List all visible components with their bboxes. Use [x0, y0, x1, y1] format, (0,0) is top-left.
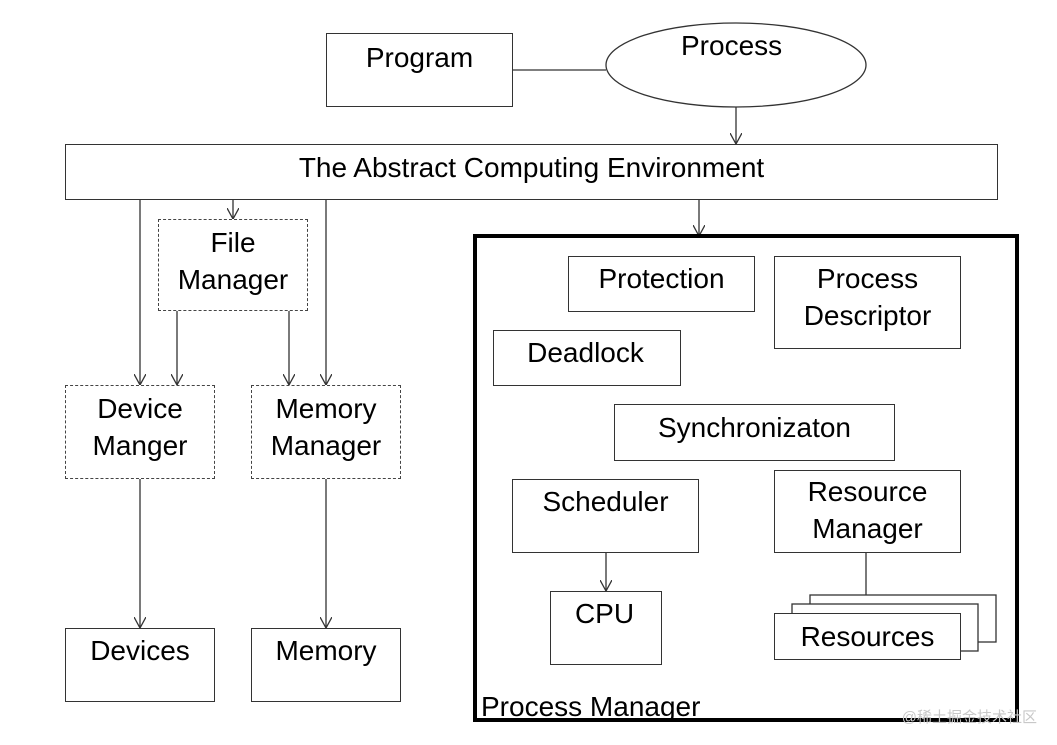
process-descriptor-box: Process Descriptor	[774, 256, 961, 349]
memory-manager-box: Memory Manager	[251, 385, 401, 479]
memory-manager-label-line2: Manager	[270, 430, 382, 461]
memory-manager-label-line1: Memory	[275, 393, 377, 424]
process-ellipse	[605, 22, 867, 108]
resources-label: Resources	[800, 621, 935, 652]
synchronization-box: Synchronizaton	[614, 404, 895, 461]
file-manager-box: File Manager	[158, 219, 308, 311]
environment-label: The Abstract Computing Environment	[298, 152, 765, 183]
devices-label: Devices	[90, 635, 190, 666]
process-manager-label: Process Manager	[481, 691, 701, 722]
program-label: Program	[365, 42, 474, 73]
memory-box: Memory	[251, 628, 401, 702]
protection-box: Protection	[568, 256, 755, 312]
synchronization-label: Synchronizaton	[657, 412, 851, 443]
file-manager-label-line2: Manager	[177, 264, 289, 295]
process-label: Process	[681, 30, 783, 61]
protection-label: Protection	[598, 263, 725, 294]
device-manager-label-line2: Manger	[92, 430, 188, 461]
cpu-box: CPU	[550, 591, 662, 665]
memory-label: Memory	[275, 635, 377, 666]
process-descriptor-label-line1: Process	[816, 263, 919, 294]
resource-manager-label-line1: Resource	[807, 476, 928, 507]
scheduler-box: Scheduler	[512, 479, 699, 553]
deadlock-box: Deadlock	[493, 330, 681, 386]
process-descriptor-label-line2: Descriptor	[803, 300, 932, 331]
resource-manager-label-line2: Manager	[812, 513, 923, 544]
file-manager-label-line1: File	[210, 227, 256, 258]
device-manager-label-line1: Device	[97, 393, 183, 424]
scheduler-label: Scheduler	[542, 486, 669, 517]
device-manager-box: Device Manger	[65, 385, 215, 479]
watermark: @稀土掘金技术社区	[901, 709, 1037, 726]
resources-box: Resources	[774, 613, 961, 660]
deadlock-label: Deadlock	[527, 337, 644, 368]
program-box: Program	[326, 33, 513, 107]
process-manager-container	[473, 234, 1019, 722]
environment-box: The Abstract Computing Environment	[65, 144, 998, 200]
devices-box: Devices	[65, 628, 215, 702]
resource-manager-box: Resource Manager	[774, 470, 961, 553]
cpu-label: CPU	[574, 598, 635, 629]
